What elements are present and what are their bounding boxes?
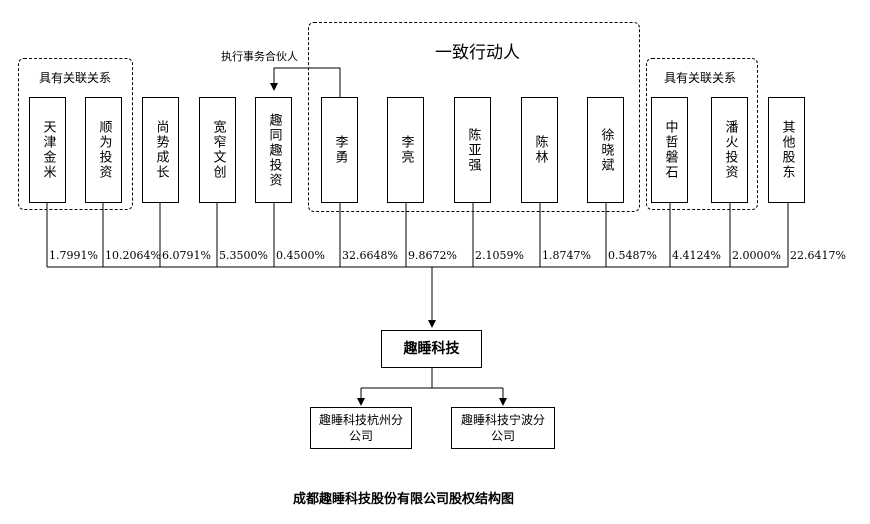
shareholder-name: 其他股东 <box>779 120 795 180</box>
shareholder-box: 其他股东 <box>768 97 805 203</box>
shareholding-percent: 10.2064% <box>105 249 161 262</box>
branch-name: 趣睡科技宁波分公司 <box>460 413 545 443</box>
related-label-right: 具有关联关系 <box>664 71 737 85</box>
shareholder-box: 尚势成长 <box>142 97 179 203</box>
concert-label: 一致行动人 <box>435 43 520 63</box>
shareholder-name: 陈亚强 <box>465 127 481 173</box>
branch-box: 趣睡科技杭州分公司 <box>310 407 412 449</box>
company-box: 趣睡科技 <box>381 330 482 368</box>
shareholder-box: 李亮 <box>387 97 424 203</box>
concert-group <box>308 22 640 212</box>
shareholding-percent: 2.1059% <box>475 249 524 262</box>
shareholder-box: 天津金米 <box>29 97 66 203</box>
shareholding-percent: 22.6417% <box>790 249 846 262</box>
shareholding-percent: 0.5487% <box>608 249 657 262</box>
related-label-left: 具有关联关系 <box>39 71 112 85</box>
shareholder-name: 中哲磐石 <box>662 120 678 180</box>
shareholder-name: 潘火投资 <box>722 120 738 180</box>
shareholder-box: 徐晓斌 <box>587 97 624 203</box>
shareholding-percent: 0.4500% <box>276 249 325 262</box>
shareholding-percent: 5.3500% <box>219 249 268 262</box>
shareholder-name: 趣同趣投资 <box>266 112 282 188</box>
shareholder-name: 李亮 <box>398 135 414 165</box>
shareholder-name: 徐晓斌 <box>598 127 614 173</box>
shareholder-name: 天津金米 <box>40 120 56 180</box>
shareholder-name: 宽窄文创 <box>210 120 226 180</box>
shareholder-box: 陈亚强 <box>454 97 491 203</box>
shareholding-percent: 6.0791% <box>162 249 211 262</box>
executive-partner-label: 执行事务合伙人 <box>221 50 298 63</box>
shareholder-box: 顺为投资 <box>85 97 122 203</box>
shareholder-name: 陈林 <box>532 135 548 165</box>
shareholder-box: 李勇 <box>321 97 358 203</box>
figure-caption: 成都趣睡科技股份有限公司股权结构图 <box>293 492 515 507</box>
shareholder-box: 趣同趣投资 <box>255 97 292 203</box>
shareholder-box: 潘火投资 <box>711 97 748 203</box>
shareholder-name: 顺为投资 <box>96 120 112 180</box>
related-group-left <box>18 58 133 210</box>
shareholder-box: 宽窄文创 <box>199 97 236 203</box>
shareholding-percent: 2.0000% <box>732 249 781 262</box>
shareholder-box: 陈林 <box>521 97 558 203</box>
related-group-right <box>646 58 758 210</box>
shareholder-name: 李勇 <box>332 135 348 165</box>
shareholding-percent: 9.8672% <box>408 249 457 262</box>
branch-name: 趣睡科技杭州分公司 <box>319 413 404 443</box>
shareholder-name: 尚势成长 <box>153 120 169 180</box>
shareholding-percent: 1.8747% <box>542 249 591 262</box>
company-name: 趣睡科技 <box>403 341 460 357</box>
shareholding-percent: 1.7991% <box>49 249 98 262</box>
shareholding-percent: 4.4124% <box>672 249 721 262</box>
shareholding-percent: 32.6648% <box>342 249 398 262</box>
shareholder-box: 中哲磐石 <box>651 97 688 203</box>
branch-box: 趣睡科技宁波分公司 <box>451 407 555 449</box>
